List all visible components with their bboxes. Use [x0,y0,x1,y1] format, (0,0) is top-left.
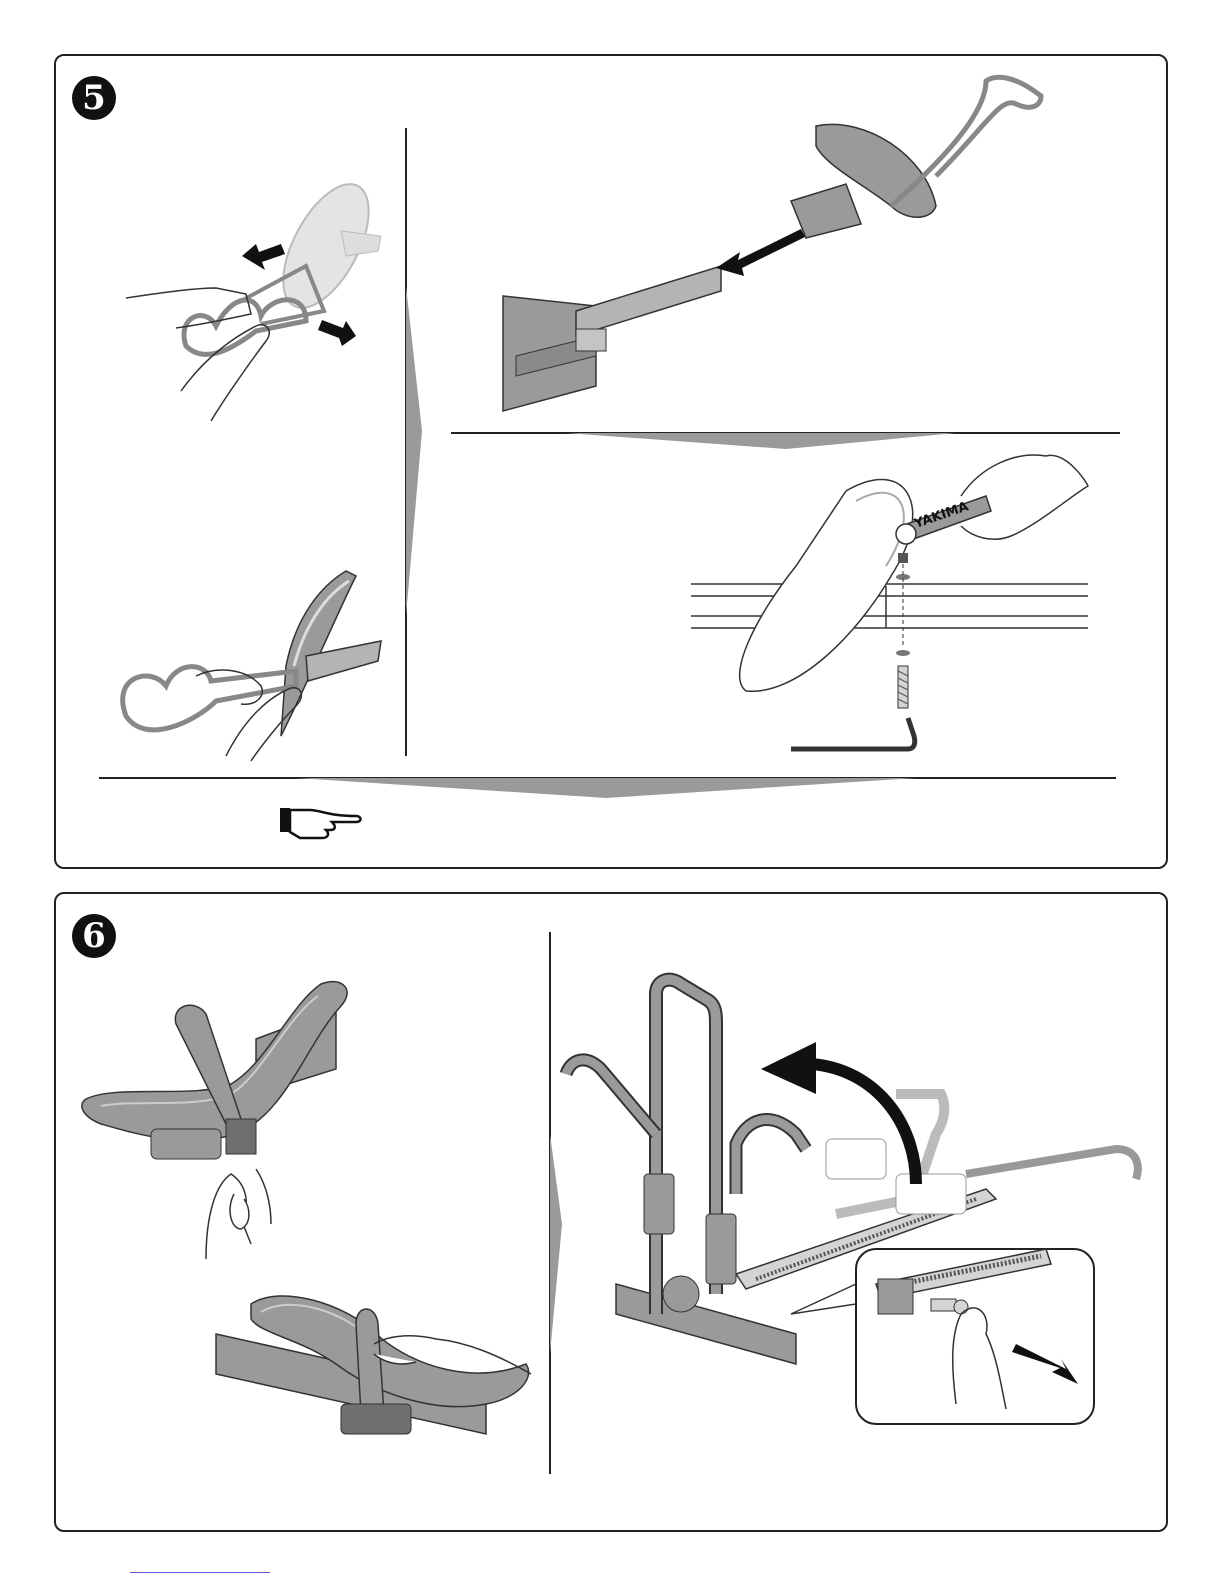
saddle-mount-illustration [503,77,1041,411]
step-5-panel: 5 [54,54,1168,869]
strap-tighten-illustration [216,1296,531,1434]
step-5-illustrations: YAKIMA [56,56,1170,871]
loop-spread-illustration [126,171,386,421]
step-6-illustrations [56,894,1170,1534]
step-5-right-divider [451,433,1120,449]
stacker-fold-illustration [566,980,1138,1424]
strap-buckle-illustration [82,982,347,1259]
pointing-hand-icon [280,808,361,838]
step-5-bottom-divider [99,778,1116,798]
step-6-panel: 6 [54,892,1168,1532]
wrench-tighten-illustration: YAKIMA [691,455,1088,749]
footer-link-underline [130,1572,270,1573]
step-5-vertical-divider [406,128,422,756]
detail-callout [791,1249,1094,1424]
step-6-vertical-divider [550,932,562,1474]
loop-insert-illustration [123,571,381,761]
direction-arrow-icon [716,229,805,276]
